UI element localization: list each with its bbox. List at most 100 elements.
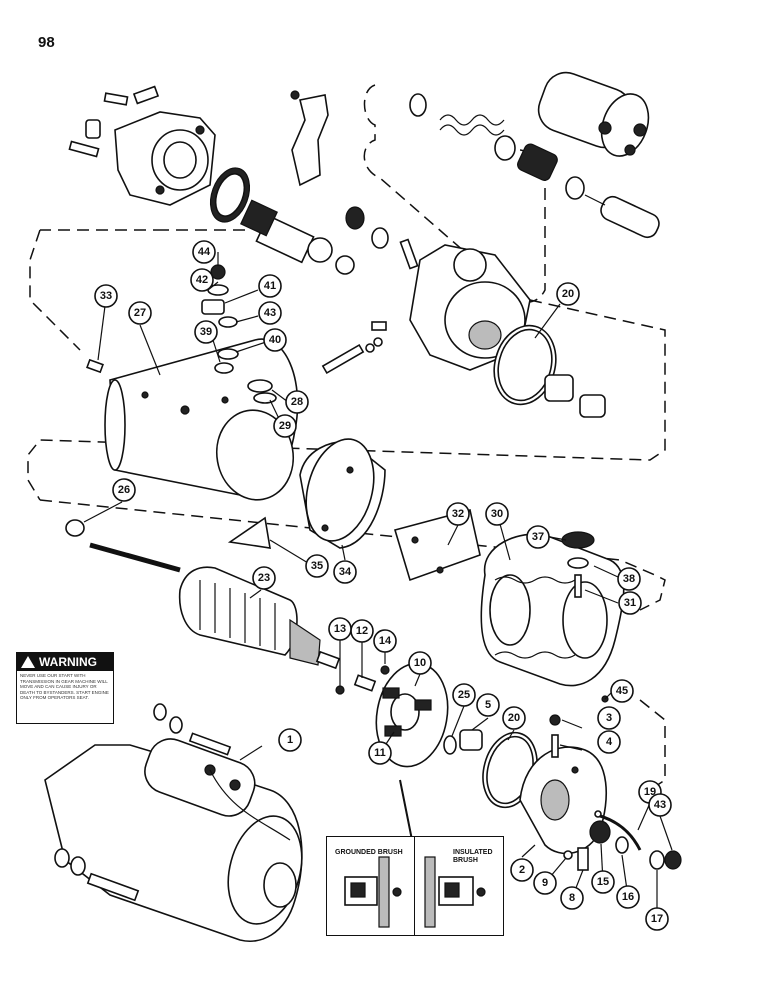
brush-small-parts <box>335 665 483 755</box>
svg-text:4: 4 <box>606 736 613 748</box>
field-frame <box>104 338 299 501</box>
svg-text:12: 12 <box>356 625 368 637</box>
svg-text:19: 19 <box>644 786 656 798</box>
intermediate-housing <box>409 244 531 371</box>
svg-text:41: 41 <box>264 280 276 292</box>
svg-text:8: 8 <box>569 892 575 904</box>
callout-23: 23 <box>252 566 276 590</box>
callout-41: 41 <box>258 274 282 298</box>
small-parts-upper <box>321 206 419 375</box>
callout-31: 31 <box>618 591 642 615</box>
svg-text:30: 30 <box>491 508 503 520</box>
svg-text:1: 1 <box>287 734 293 746</box>
boot <box>584 194 660 239</box>
starter-hardware <box>54 703 232 902</box>
svg-text:27: 27 <box>134 307 146 319</box>
insulator-32 <box>393 509 481 582</box>
callout-43-lower: 43 <box>648 793 672 817</box>
callout-15: 15 <box>591 870 615 894</box>
grounded-brush-drawing <box>344 856 402 928</box>
svg-text:25: 25 <box>458 689 470 701</box>
solenoid-spring <box>409 93 516 161</box>
callout-28: 28 <box>285 390 309 414</box>
svg-text:37: 37 <box>532 531 544 543</box>
callout-20-lower: 20 <box>502 706 526 730</box>
svg-text:35: 35 <box>311 560 323 572</box>
warning-triangle-icon <box>21 656 35 668</box>
field-coils <box>480 533 625 687</box>
plunger <box>517 143 585 200</box>
svg-text:43: 43 <box>654 799 666 811</box>
svg-text:40: 40 <box>269 334 281 346</box>
callout-4: 4 <box>597 730 621 754</box>
brush-inset: GROUNDED BRUSH INSULATED BRUSH <box>326 836 504 936</box>
svg-text:45: 45 <box>616 685 628 697</box>
callout-32: 32 <box>446 502 470 526</box>
svg-text:11: 11 <box>374 747 386 759</box>
callout-33: 33 <box>94 284 118 308</box>
callout-37: 37 <box>526 525 550 549</box>
callout-16: 16 <box>616 885 640 909</box>
dashed-group-frame <box>27 229 666 501</box>
page-number: 98 <box>38 34 55 51</box>
pinion-drive <box>240 199 355 275</box>
callout-44: 44 <box>192 240 216 264</box>
svg-text:34: 34 <box>339 566 352 578</box>
callout-40: 40 <box>263 328 287 352</box>
svg-text:17: 17 <box>651 913 663 925</box>
solenoid <box>537 71 650 157</box>
svg-text:2: 2 <box>519 864 525 876</box>
callout-45: 45 <box>610 679 634 703</box>
drive-housing-bolts <box>68 85 160 158</box>
warning-label: WARNING NEVER USE OUR START WITH TRANSMI… <box>16 652 114 724</box>
callout-38: 38 <box>617 567 641 591</box>
bushings <box>544 374 606 418</box>
warning-header: WARNING <box>17 653 113 671</box>
svg-text:44: 44 <box>198 246 211 258</box>
brush-holder <box>375 662 449 768</box>
svg-text:39: 39 <box>200 326 212 338</box>
warning-body: NEVER USE OUR START WITH TRANSMISSION IN… <box>20 673 109 700</box>
svg-text:3: 3 <box>606 712 612 724</box>
callout-9: 9 <box>533 871 557 895</box>
insulated-brush-drawing <box>424 856 486 928</box>
callout-43-upper: 43 <box>258 301 282 325</box>
callout-25: 25 <box>452 683 476 707</box>
svg-text:29: 29 <box>279 420 291 432</box>
svg-text:10: 10 <box>414 657 426 669</box>
terminal-stud <box>561 531 595 598</box>
callout-35: 35 <box>305 554 329 578</box>
callout-29: 29 <box>273 414 297 438</box>
assembled-starter <box>44 738 303 942</box>
callout-14: 14 <box>373 629 397 653</box>
svg-text:43: 43 <box>264 307 276 319</box>
callout-17: 17 <box>645 907 669 931</box>
svg-text:33: 33 <box>100 290 112 302</box>
dashed-group-brush <box>639 699 666 791</box>
svg-text:15: 15 <box>597 876 609 888</box>
callout-42: 42 <box>190 268 214 292</box>
end-frame <box>519 746 608 855</box>
callout-34: 34 <box>333 560 357 584</box>
frame-hardware <box>86 264 277 404</box>
svg-text:23: 23 <box>258 572 270 584</box>
callout-5: 5 <box>476 693 500 717</box>
svg-text:31: 31 <box>624 597 636 609</box>
svg-text:14: 14 <box>379 635 392 647</box>
wedge-35 <box>227 516 271 549</box>
shift-lever <box>290 90 329 187</box>
svg-text:32: 32 <box>452 508 464 520</box>
callout-20-upper: 20 <box>556 282 580 306</box>
callout-2: 2 <box>510 858 534 882</box>
pole-shoe <box>299 438 386 549</box>
svg-text:20: 20 <box>508 712 520 724</box>
warning-heading: WARNING <box>39 655 97 669</box>
callout-30: 30 <box>485 502 509 526</box>
svg-text:16: 16 <box>622 891 634 903</box>
grounded-brush-label: GROUNDED BRUSH <box>335 849 403 856</box>
callout-27: 27 <box>128 301 152 325</box>
insulated-brush-label: INSULATED BRUSH <box>453 849 493 864</box>
callout-3: 3 <box>597 706 621 730</box>
callout-12: 12 <box>350 619 374 643</box>
